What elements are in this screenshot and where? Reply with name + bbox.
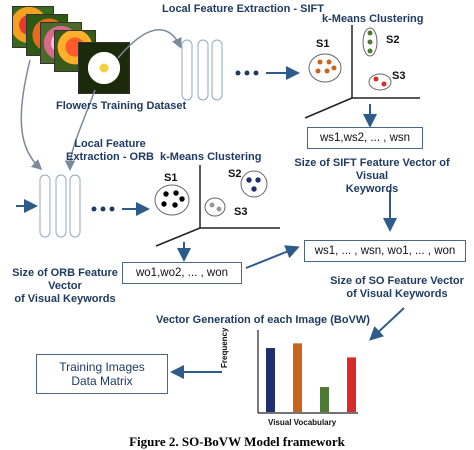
- label-so-size-line1: Size of SO Feature Vector: [330, 275, 464, 287]
- cluster-label-s2-top: S2: [386, 34, 400, 46]
- sift-vector-box: ws1,ws2, ... , wsn: [307, 127, 423, 149]
- so-vector-box: ws1, ... , wsn, wo1, ... , won: [304, 240, 466, 262]
- histogram-bar-2: [293, 343, 302, 412]
- kmeans-top-axis: [304, 97, 353, 119]
- cluster-point: [179, 196, 185, 202]
- curve-to-orb-arrow-2: [64, 89, 96, 171]
- cluster-point: [367, 30, 373, 36]
- histogram-xlabel: Visual Vocabulary: [268, 418, 337, 427]
- so-to-histogram-arrow: [369, 307, 405, 341]
- cluster-point: [163, 191, 169, 197]
- label-orb-size-line1: Size of ORB Feature Vector: [12, 267, 118, 292]
- orb-feature-bar-3: [69, 174, 81, 238]
- label-sift-size-line2: Keywords: [345, 183, 399, 195]
- cluster-point: [326, 59, 332, 65]
- label-orb-extraction-line1: Local Feature: [74, 138, 146, 150]
- orb-dot: [100, 206, 106, 212]
- figure-caption: Figure 2. SO-BoVW Model framework: [129, 434, 345, 449]
- histogram-bar-4: [347, 357, 356, 412]
- cluster-s2-bottom: [240, 170, 268, 198]
- cluster-s1-top: [308, 53, 342, 83]
- label-vector-generation: Vector Generation of each Image (BoVW): [156, 314, 370, 326]
- flower-image-5: [78, 42, 130, 94]
- orb-dot: [91, 206, 97, 212]
- histogram-bar-1: [266, 348, 275, 412]
- cluster-label-s3-bottom: S3: [234, 206, 248, 218]
- cluster-point: [373, 76, 379, 82]
- orb-feature-bar-2: [55, 174, 67, 238]
- cluster-point: [209, 202, 215, 208]
- curve-to-sift-arrow: [117, 29, 182, 59]
- cluster-label-s1-bottom: S1: [164, 172, 178, 184]
- label-so-size: Size of SO Feature Vector of Visual Keyw…: [322, 275, 472, 301]
- cluster-s3-top: [368, 73, 392, 91]
- cluster-point: [172, 202, 178, 208]
- label-sift-extraction: Local Feature Extraction - SIFT: [162, 3, 324, 15]
- sift-dot: [244, 70, 250, 76]
- orb-dot: [109, 206, 115, 212]
- cluster-point: [246, 177, 252, 183]
- so-vector-text: ws1, ... , wsn, wo1, ... , won: [314, 245, 456, 257]
- training-box-line1: Training Images: [59, 360, 145, 374]
- label-orb-extraction: Local Feature Extraction - ORB: [60, 138, 160, 164]
- sift-feature-bar-3: [211, 39, 223, 101]
- orb-feature-bar-1: [39, 174, 51, 238]
- sift-feature-bar-1: [181, 39, 193, 101]
- label-orb-extraction-line2: Extraction - ORB: [65, 151, 154, 163]
- cluster-point: [173, 190, 179, 196]
- cluster-point: [381, 81, 387, 87]
- label-orb-size-line2: of Visual Keywords: [14, 293, 116, 305]
- orb-vector-text: wo1,wo2, ... , won: [135, 267, 229, 279]
- histogram-bar-3: [320, 387, 329, 412]
- sift-dot: [235, 70, 241, 76]
- cluster-point: [331, 65, 337, 71]
- orb-vector-box: wo1,wo2, ... , won: [122, 262, 242, 284]
- label-kmeans-top: k-Means Clustering: [322, 13, 424, 25]
- cluster-point: [315, 68, 321, 74]
- cluster-point: [216, 206, 222, 212]
- orb-to-so-arrow: [245, 245, 300, 269]
- cluster-point: [251, 186, 257, 192]
- cluster-label-s3-top: S3: [392, 70, 406, 82]
- label-orb-size: Size of ORB Feature Vector of Visual Key…: [0, 267, 130, 306]
- sift-dot: [253, 70, 259, 76]
- cluster-label-s1-top: S1: [316, 38, 330, 50]
- cluster-label-s2-bottom: S2: [228, 168, 242, 180]
- label-dataset: Flowers Training Dataset: [56, 100, 187, 112]
- label-sift-size: Size of SIFT Feature Vector of Visual Ke…: [282, 157, 462, 196]
- kmeans-bottom-axis: [155, 227, 201, 247]
- label-kmeans-bottom: k-Means Clustering: [160, 151, 262, 163]
- cluster-point: [317, 59, 323, 65]
- histogram-ylabel: Frequency: [220, 327, 229, 368]
- label-so-size-line2: of Visual Keywords: [346, 288, 448, 300]
- cluster-point: [367, 48, 373, 54]
- label-sift-size-line1: Size of SIFT Feature Vector of Visual: [294, 157, 450, 182]
- cluster-s3-bottom: [204, 197, 226, 217]
- sift-feature-bar-2: [197, 39, 209, 101]
- cluster-s1-bottom: [154, 184, 190, 216]
- cluster-point: [324, 68, 330, 74]
- cluster-point: [255, 177, 261, 183]
- training-box-line2: Data Matrix: [71, 374, 133, 388]
- curve-to-orb-arrow: [20, 59, 43, 171]
- training-box: Training Images Data Matrix: [36, 354, 168, 394]
- cluster-point: [161, 201, 167, 207]
- cluster-point: [367, 39, 373, 45]
- sift-vector-text: ws1,ws2, ... , wsn: [319, 132, 411, 144]
